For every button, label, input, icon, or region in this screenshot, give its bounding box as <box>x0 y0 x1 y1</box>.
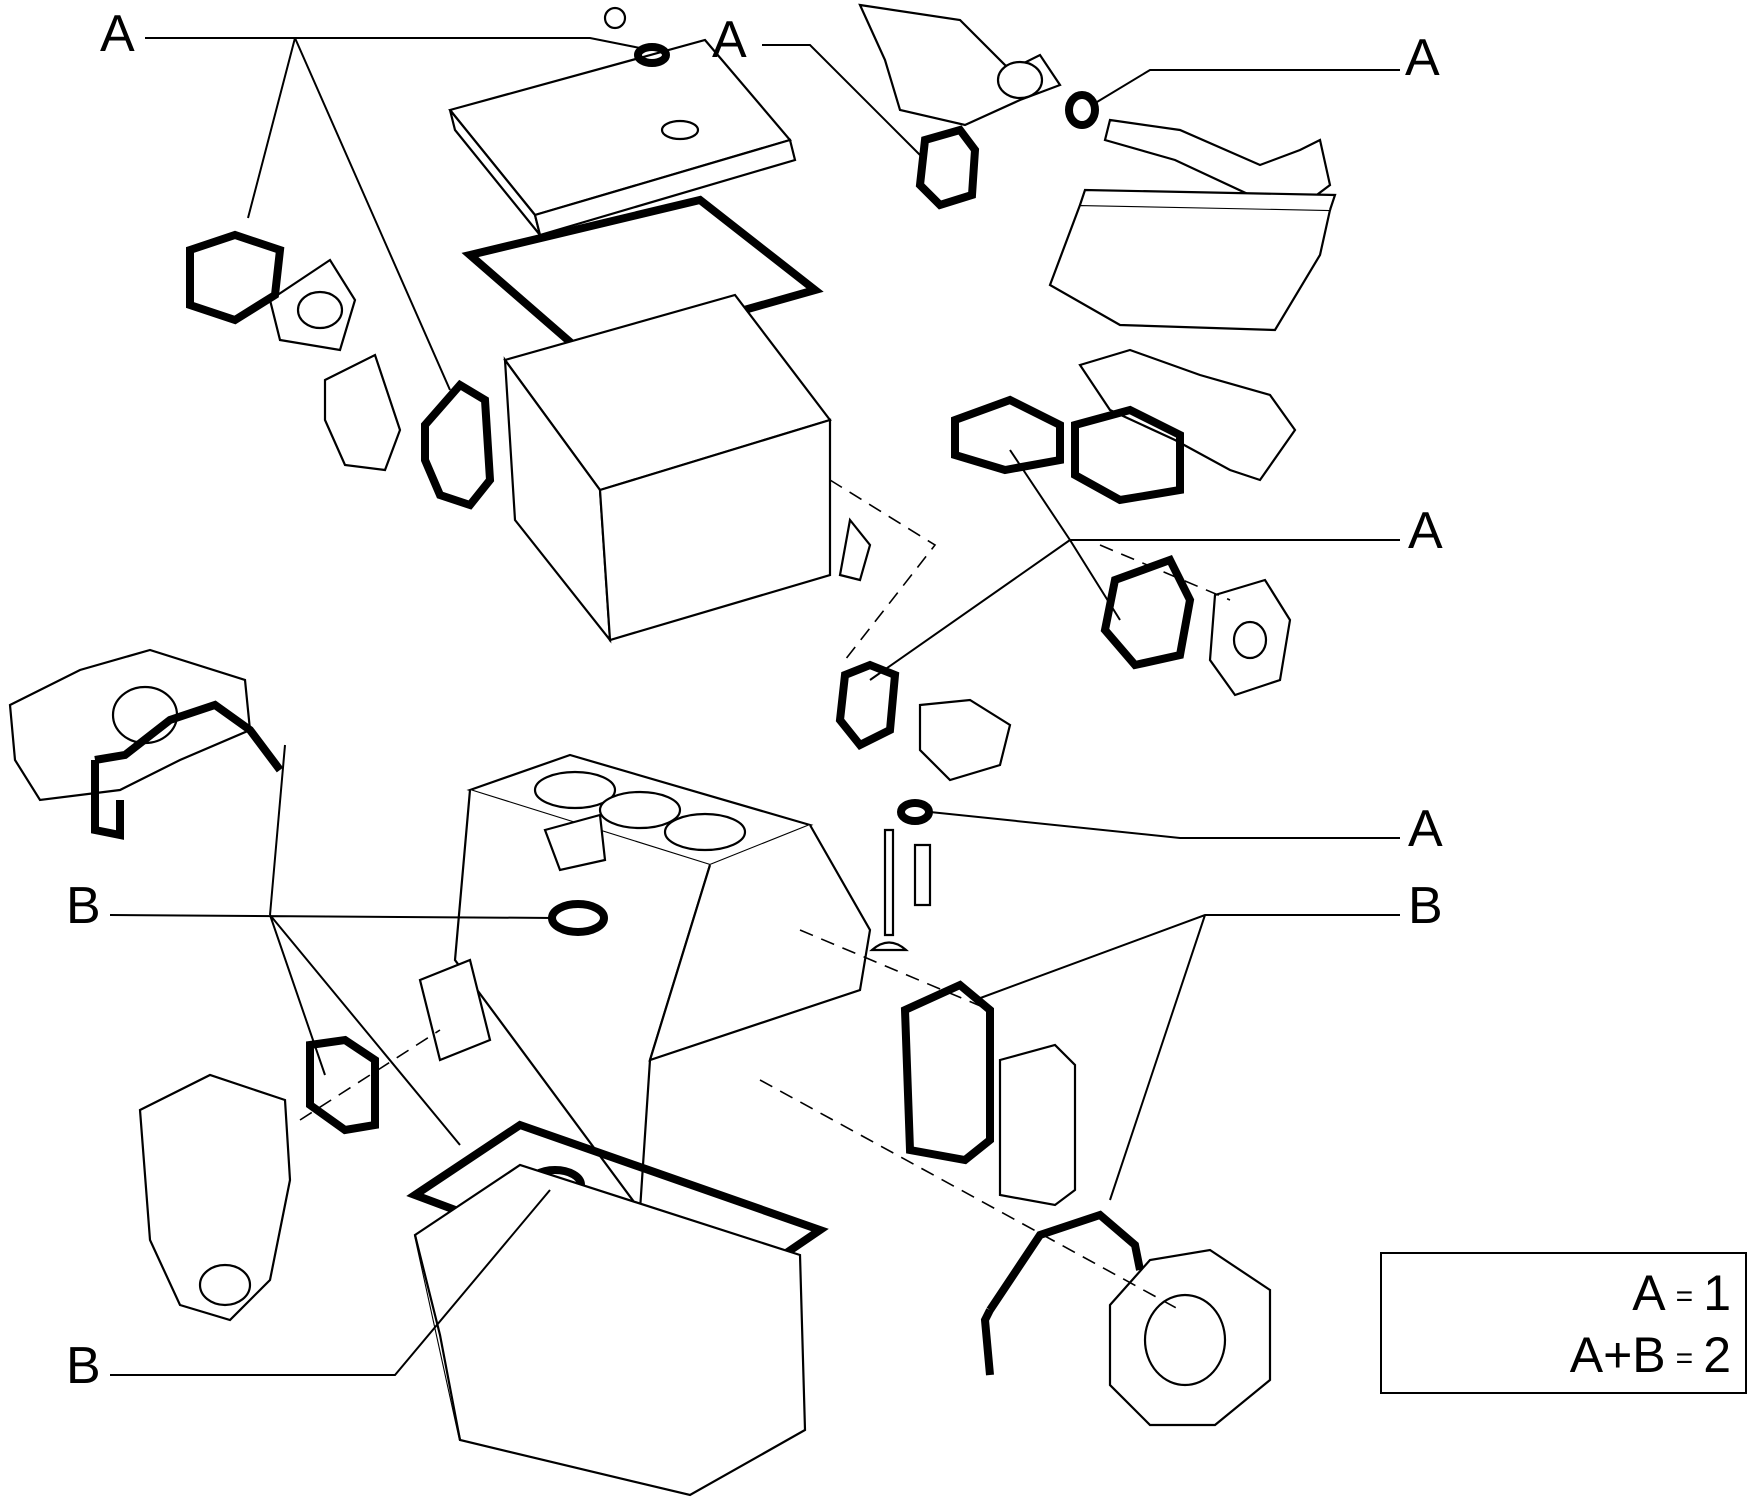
egr-gasket <box>1100 555 1195 670</box>
leader-b-left <box>109 744 556 1146</box>
legend-row-kit-ab: A+B = 2 <box>1570 1330 1731 1380</box>
intake-manifold <box>1048 188 1337 332</box>
oil-filter-adapter <box>543 813 607 872</box>
thermostat-gasket-small <box>835 660 900 751</box>
rear-main-seal-housing <box>1108 1248 1272 1427</box>
legend-row1-eq: = <box>1675 1279 1694 1313</box>
leader-a-top-center <box>762 44 921 156</box>
cylinder-head <box>503 293 872 644</box>
valve-cover-gasket <box>461 195 824 360</box>
rear-seal-gasket <box>980 1210 1144 1376</box>
legend-row2-lhs: A+B <box>1569 1327 1666 1383</box>
leader-b-right <box>974 914 1400 1201</box>
timing-cover <box>138 1073 292 1322</box>
water-outlet-housing <box>858 3 1062 127</box>
coolant-hose <box>1103 118 1332 202</box>
hose-o-ring <box>1065 91 1099 129</box>
thermostat-gasket-left <box>186 230 285 325</box>
timing-cover-gasket <box>306 1035 379 1135</box>
callout-a-valve: A <box>1408 800 1443 858</box>
callout-a-top-right: A <box>1405 29 1440 87</box>
leader-b-bottom <box>110 1189 551 1376</box>
oil-pump-housing <box>8 648 252 802</box>
front-cover-gasket <box>91 700 284 840</box>
leader-a-mid-right <box>869 449 1400 681</box>
oil-pan <box>413 1163 807 1497</box>
oil-cap-seal <box>634 43 670 67</box>
legend-row2-eq: = <box>1675 1341 1694 1375</box>
legend-box: A = 1 A+B = 2 <box>1380 1252 1747 1394</box>
exhaust-manifold <box>1078 348 1297 482</box>
rear-cover-gasket <box>900 980 994 1165</box>
callout-b-right: B <box>1408 877 1443 935</box>
valve-cover <box>448 6 797 237</box>
intake-manifold-gasket <box>951 395 1064 475</box>
dashed-guide-timing <box>299 1029 441 1121</box>
callout-b-left: B <box>66 877 101 935</box>
egr-flange <box>1208 578 1292 697</box>
water-pump-plate <box>323 353 402 472</box>
legend-row2-rhs: 2 <box>1703 1327 1731 1383</box>
thermostat-housing-left <box>268 258 357 352</box>
leader-a-top-left <box>145 37 641 391</box>
valve-stem-seal <box>897 799 933 825</box>
thermostat-housing-small <box>918 698 1012 782</box>
dashed-guide-seal <box>759 1079 1181 1311</box>
legend-row1-lhs: A <box>1632 1265 1666 1321</box>
rear-plate <box>998 1043 1077 1207</box>
legend-row1-rhs: 1 <box>1703 1265 1731 1321</box>
callout-a-top-center: A <box>712 11 747 69</box>
dashed-guide-head <box>829 479 937 661</box>
leader-a-valve <box>929 811 1400 839</box>
callout-b-bottom: B <box>66 1337 101 1395</box>
callout-a-top-left: A <box>100 5 135 63</box>
exhaust-manifold-gasket <box>1071 405 1184 505</box>
legend-row-kit-a: A = 1 <box>1632 1268 1731 1318</box>
dashed-guide-egr <box>1099 544 1231 601</box>
callout-a-mid-right: A <box>1408 502 1443 560</box>
leader-a-top-right <box>1091 69 1400 106</box>
water-pump-gasket <box>421 379 495 510</box>
engine-block <box>418 753 872 1214</box>
water-outlet-gasket <box>915 125 980 210</box>
dashed-guide-rear <box>799 929 991 1011</box>
valve <box>869 828 932 952</box>
